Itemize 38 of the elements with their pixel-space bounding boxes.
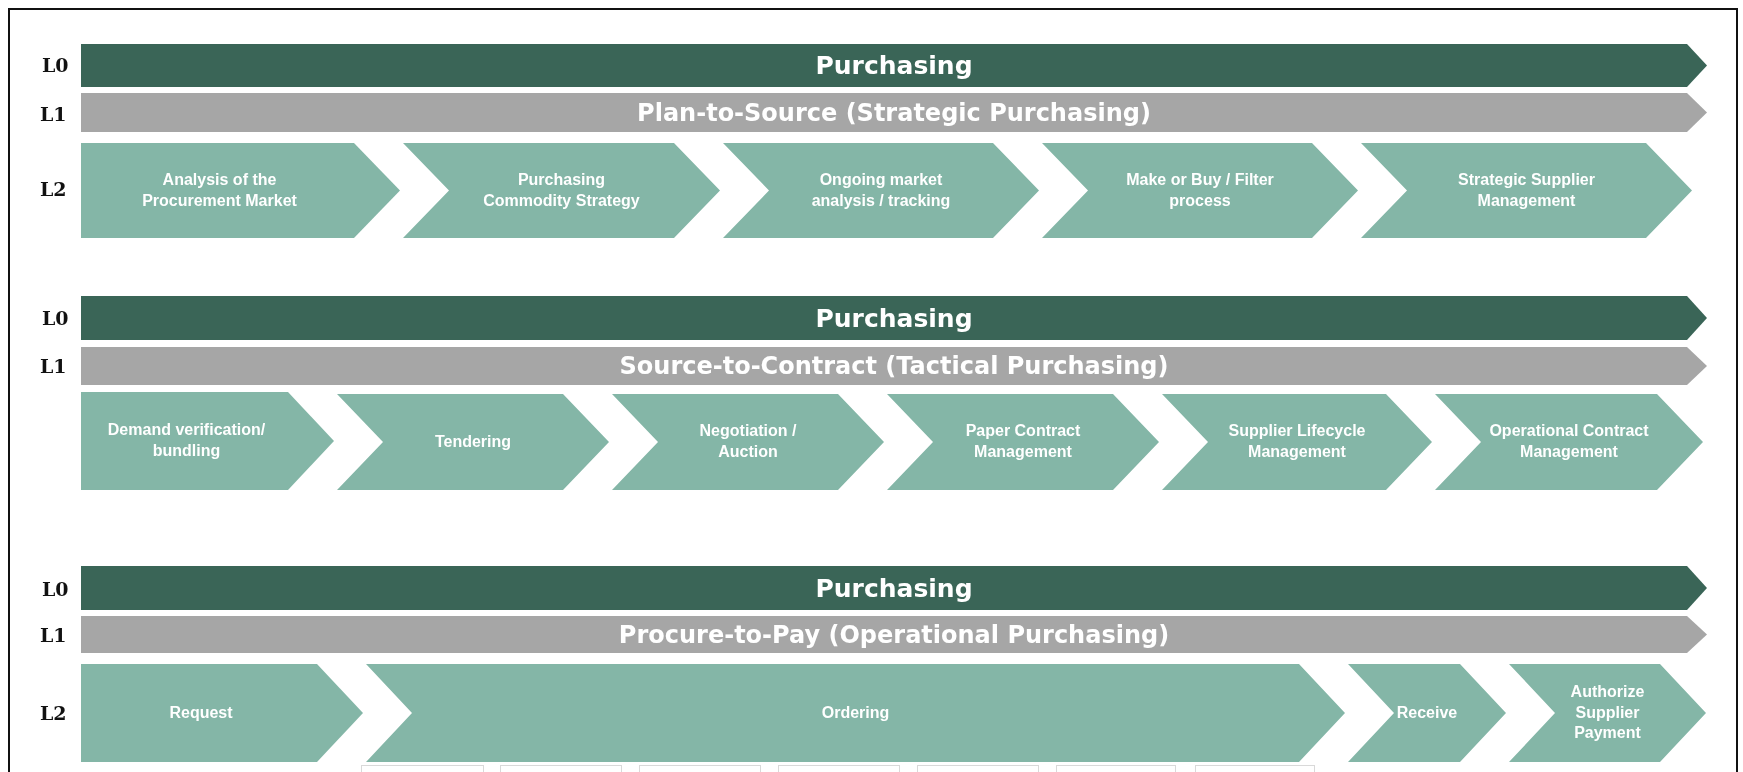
step-label: Make or Buy / Filter process xyxy=(1125,169,1275,211)
banner-title: Purchasing xyxy=(815,573,973,603)
banner-title: Purchasing xyxy=(815,303,973,333)
level-label: L0 xyxy=(42,54,69,76)
banner-title: Plan-to-Source (Strategic Purchasing) xyxy=(637,98,1151,127)
step-label: Supplier Lifecycle Management xyxy=(1227,421,1367,462)
step-label: Analysis of the Procurement Market xyxy=(141,169,298,211)
level-label: L2 xyxy=(40,178,67,200)
process-step xyxy=(81,392,334,490)
step-label: Negotiation / Auction xyxy=(698,421,798,462)
level-label: L0 xyxy=(42,578,69,600)
level-label: L1 xyxy=(40,624,67,646)
step-label: Ordering xyxy=(821,702,890,723)
process-banner xyxy=(81,347,1707,385)
step-label: Demand verification/ bundling xyxy=(106,420,267,461)
level-banner xyxy=(81,566,1707,610)
level-banner xyxy=(81,296,1707,340)
level-label: L1 xyxy=(40,355,67,377)
banner-title: Procure-to-Pay (Operational Purchasing) xyxy=(618,620,1170,649)
step-label: Purchasing Commodity Strategy xyxy=(482,169,641,211)
step-label: Ongoing market analysis / tracking xyxy=(810,169,952,211)
banner-title: Source-to-Contract (Tactical Purchasing) xyxy=(619,352,1169,380)
process-step xyxy=(81,143,400,238)
level-label: L2 xyxy=(40,702,67,724)
level-banner xyxy=(81,44,1707,87)
step-label: Strategic Supplier Management xyxy=(1457,169,1596,211)
process-banner xyxy=(81,616,1707,653)
step-label: Receive xyxy=(1396,702,1458,723)
level-label: L0 xyxy=(42,307,69,329)
process-step xyxy=(81,664,363,762)
step-label: Authorize Supplier Payment xyxy=(1569,681,1646,744)
step-label: Operational Contract Management xyxy=(1489,421,1649,462)
level-label: L1 xyxy=(40,103,67,125)
step-label: Tendering xyxy=(434,431,512,452)
step-label: Request xyxy=(169,702,233,723)
process-banner xyxy=(81,93,1707,132)
step-label: Paper Contract Management xyxy=(964,421,1082,462)
banner-title: Purchasing xyxy=(815,51,973,80)
